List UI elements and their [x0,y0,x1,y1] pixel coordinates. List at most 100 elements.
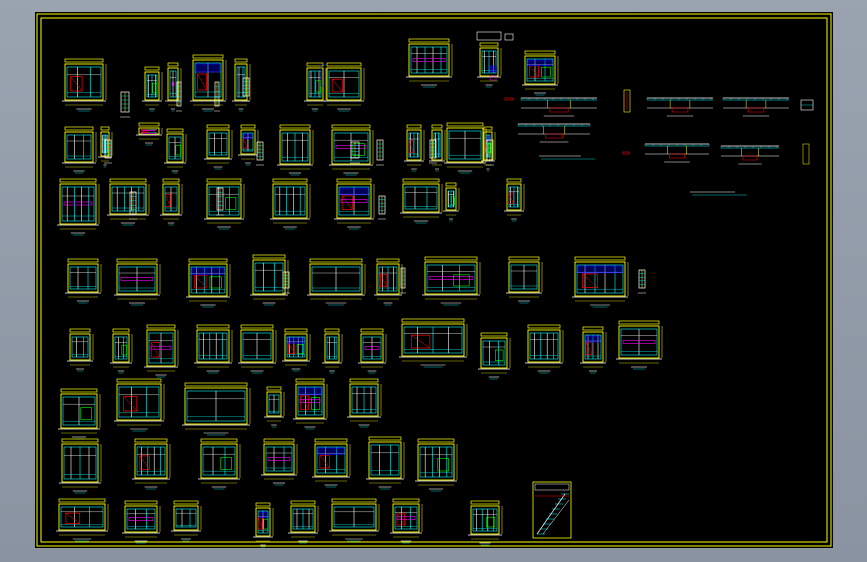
cad-rect [116,383,162,421]
drawing-sheet[interactable] [35,12,833,548]
cad-rect [267,457,291,461]
cad-rect [534,483,570,491]
cad-rect [392,498,420,503]
cad-rect [504,33,514,41]
cad-rect [424,256,478,261]
cad-rect [80,407,92,420]
cad-rect [297,386,323,416]
cad-rect [134,443,168,479]
cad-rect [220,457,232,470]
cad-rect [742,155,758,161]
cad-rect [112,333,130,363]
cad-rect [266,391,282,417]
cad-rect [208,186,240,216]
cad-rect [66,134,92,160]
cad-line [299,395,309,410]
cad-rect [252,254,286,259]
cad-rect [376,258,400,263]
cad-rect [109,178,147,183]
cad-rect [188,263,228,297]
cad-rect [331,503,377,531]
cad-rect [368,436,402,441]
cad-rect [576,264,624,294]
cad-rect [320,63,326,87]
cad-rect [299,398,321,403]
cad-rect [167,62,179,67]
cad-rect [671,107,689,113]
cad-line [536,493,566,535]
cad-rect [508,192,514,204]
cad-rect [360,333,384,363]
cad-rect [618,320,660,325]
cad-line [508,193,514,204]
cad-line [319,455,330,469]
cad-rect [410,46,448,74]
cad-rect [326,62,362,67]
cad-rect [331,124,371,129]
cad-line [411,334,431,349]
cad-rect [445,187,457,211]
cad-rect [314,438,348,443]
cad-rect [295,383,325,419]
cad-rect [240,129,256,155]
cad-rect [60,388,98,393]
cad-rect [152,82,158,94]
cad-rect [234,63,248,101]
cad-rect [392,503,420,533]
cad-rect [574,256,626,261]
cad-rect [197,73,207,91]
cad-rect [71,336,89,358]
cad-rect [206,129,230,159]
cad-rect [431,129,443,161]
cad-rect [69,333,91,361]
cad-rect [66,66,102,98]
cad-rect [136,446,166,476]
cad-rect [166,128,184,133]
cad-rect [188,258,228,263]
cad-line [194,275,207,289]
cad-rect [61,438,99,443]
cad-line [197,73,207,91]
cad-rect [69,328,91,333]
cad-rect [64,58,104,63]
cad-rect [585,335,601,343]
cad-rect [622,151,630,155]
outer-border [36,13,832,547]
cad-rect [242,138,248,149]
cad-rect [317,447,345,455]
cad-rect [582,273,598,288]
cad-rect [524,50,556,55]
cad-rect [406,129,422,161]
cad-rect [406,124,422,129]
cad-rect [412,58,446,62]
cad-line [542,499,570,535]
cad-rect [479,42,499,47]
cad-line [380,274,388,287]
cad-line [582,273,598,288]
cad-rect [529,332,559,360]
cad-rect [67,258,99,263]
cad-rect [408,140,414,153]
cad-rect [114,336,128,360]
cad-rect [331,129,371,165]
cad-rect [582,326,604,331]
cad-rect [58,498,106,503]
cad-rect [574,261,626,297]
cad-rect [200,443,238,479]
cad-rect [489,65,497,73]
cad-rect [196,329,230,363]
cad-line [139,455,150,470]
cad-rect [331,498,377,503]
cad-rect [309,263,363,295]
cad-rect [286,336,306,358]
cad-line [529,65,539,78]
cad-rect [527,59,553,66]
cad-rect [175,144,181,156]
cad-rect [146,324,176,329]
cad-rect [445,182,457,187]
cad-rect [483,126,493,131]
cad-rect [59,178,97,183]
cad-rect [360,328,384,333]
cad-rect [290,505,316,533]
